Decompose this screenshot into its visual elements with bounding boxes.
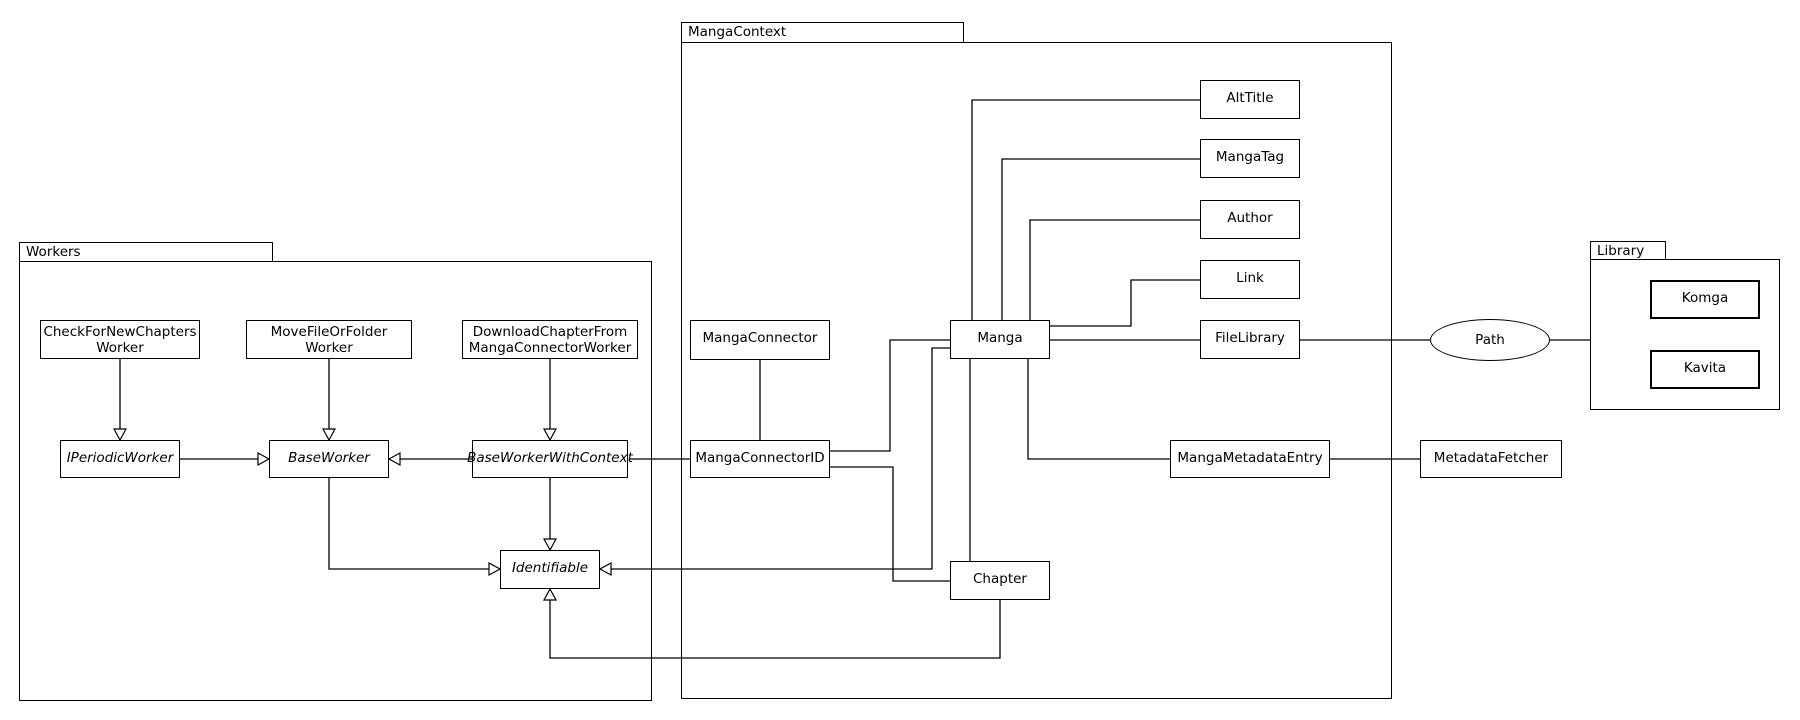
class-box-filelibrary: FileLibrary [1200, 320, 1300, 359]
interface-box-baseworkerwithcontext: BaseWorkerWithContext [467, 440, 633, 478]
package-workers-body [19, 261, 652, 701]
edge-baseworker-identifiable [328, 478, 489, 570]
edge-manga-link [1050, 279, 1200, 327]
package-workers-tab: Workers [19, 242, 273, 262]
edge-chapter-identifiable [549, 600, 1001, 659]
class-box-author: Author [1200, 200, 1300, 239]
triangle-into-identifiable-left [488, 561, 502, 577]
class-box-link: Link [1200, 260, 1300, 299]
package-mangacontext-body [681, 42, 1392, 699]
interface-box-iperiodicworker: IPeriodicWorker [60, 440, 180, 478]
triangle-into-identifiable-top [542, 538, 558, 552]
edge-manga-author [1029, 219, 1200, 320]
edge-manga-mangametadataentry [1027, 359, 1170, 460]
interface-box-identifiable: Identifiable [500, 550, 600, 589]
package-library-label: Library [1597, 243, 1645, 259]
class-box-mangaconnector: MangaConnector [690, 320, 830, 360]
class-box-kavita: Kavita [1650, 350, 1760, 389]
package-library-tab: Library [1590, 241, 1666, 260]
class-box-mangatag: MangaTag [1200, 139, 1300, 178]
triangle-into-bwwc-top [542, 428, 558, 442]
triangle-into-identifiable-bottom [542, 587, 558, 601]
class-box-mangaconnectorid: MangaConnectorID [690, 440, 830, 478]
class-box-alttitle: AltTitle [1200, 80, 1300, 119]
package-mangacontext-label: MangaContext [688, 24, 787, 40]
edge-manga-mangatag [1001, 158, 1200, 320]
usecase-ellipse-path: Path [1430, 319, 1550, 361]
edge-mangaconnectorid-chapter [830, 466, 950, 582]
class-box-metadatafetcher: MetadataFetcher [1420, 440, 1562, 478]
triangle-into-baseworker-left [257, 451, 271, 467]
triangle-into-baseworker-top [321, 428, 337, 442]
class-box-manga: Manga [950, 320, 1050, 359]
edge-mangaconnectorid-manga [830, 339, 950, 452]
class-box-komga: Komga [1650, 280, 1760, 319]
triangle-into-identifiable-right [598, 561, 612, 577]
class-box-checkfornewchaptersworker: CheckForNewChapters Worker [40, 320, 200, 359]
class-box-downloadchapterfrommangaconnectorworker: DownloadChapterFrom MangaConnectorWorker [462, 320, 638, 359]
edge-manga-identifiable [611, 347, 950, 570]
package-library-body [1590, 259, 1780, 410]
class-box-chapter: Chapter [950, 561, 1050, 600]
package-mangacontext-tab: MangaContext [681, 22, 964, 43]
interface-box-baseworker: BaseWorker [269, 440, 389, 478]
triangle-into-baseworker-right [387, 451, 401, 467]
package-workers-label: Workers [26, 244, 81, 260]
edge-manga-alttitle [971, 99, 1200, 320]
triangle-into-iperiodicworker-top [112, 428, 128, 442]
class-box-movefileorfolderworker: MoveFileOrFolder Worker [246, 320, 412, 359]
class-box-mangametadataentry: MangaMetadataEntry [1170, 440, 1330, 478]
